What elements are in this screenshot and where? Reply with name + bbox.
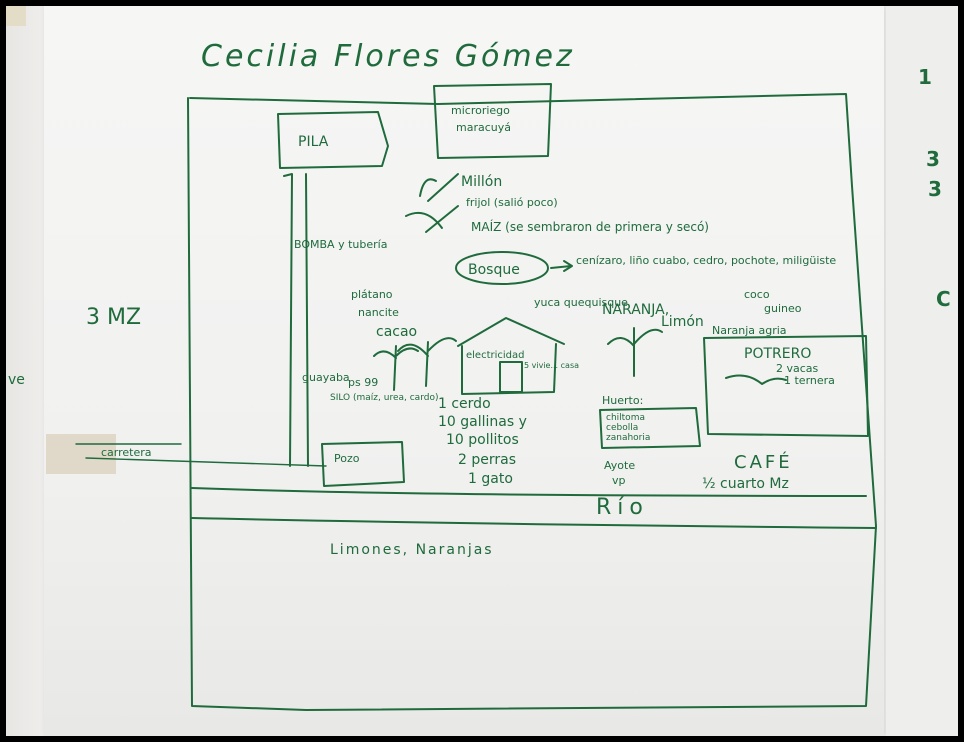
plant-icon <box>607 327 663 377</box>
right-fragment: 3 <box>928 177 942 201</box>
road-label: carretera <box>101 446 152 459</box>
pipe-channel <box>283 173 309 467</box>
potrero-box <box>703 335 869 437</box>
right-paper-sheet <box>886 6 958 736</box>
bosque-trees-label: cenízaro, liño cuabo, cedro, pochote, mi… <box>576 254 836 267</box>
river-bank-top <box>191 487 867 497</box>
right-fragment: C <box>936 287 951 311</box>
animal-item: 1 cerdo <box>438 396 491 412</box>
tape <box>6 6 26 26</box>
animal-item: 2 perras <box>458 452 516 468</box>
maracuya-label: maracuyá <box>456 121 511 134</box>
naranja-agria-label: Naranja agria <box>712 324 787 337</box>
huerto-item: zanahoria <box>606 433 650 443</box>
vivienda-label: 5 vivie... casa <box>524 361 579 370</box>
cafe-label: CAFÉ <box>734 451 793 473</box>
electricidad-label: electricidad <box>466 350 525 361</box>
arrow-icon <box>550 260 573 272</box>
photo: Cecilia Flores Gómez 3 MZ ve carretera 1… <box>6 6 958 736</box>
huerto-label: Huerto: <box>602 394 643 407</box>
microriego-box <box>433 83 552 159</box>
huerto-item: cebolla <box>606 423 638 433</box>
silo-label: SILO (maíz, urea, cardo) <box>330 393 438 403</box>
huerto-item: chiltoma <box>606 413 645 423</box>
plant-icon <box>373 345 419 391</box>
maiz-plant-icon <box>405 205 459 233</box>
yuca-label: yuca quequisque <box>534 296 628 309</box>
property-boundary <box>187 93 877 711</box>
pozo-box <box>321 441 405 487</box>
left-paper-sheet <box>6 6 46 736</box>
limones-label: Limones, Naranjas <box>330 542 494 558</box>
ternera-label: 1 ternera <box>784 374 835 387</box>
main-paper-sheet <box>44 6 884 736</box>
microriego-label: microriego <box>451 104 510 117</box>
tape <box>46 434 116 474</box>
house-door <box>499 361 523 393</box>
bosque-label: Bosque <box>468 262 520 278</box>
plant-icon <box>397 337 457 387</box>
right-fragment: 1 <box>918 65 932 89</box>
coco-label: coco <box>744 288 770 301</box>
maiz-label: MAÍZ (se sembraron de primera y secó) <box>471 219 709 234</box>
cafe-area-label: ½ cuarto Mz <box>702 476 789 492</box>
guineo-label: guineo <box>764 302 802 315</box>
river-bank-bottom <box>191 517 877 529</box>
cow-icon <box>725 374 787 385</box>
ps-label: ps 99 <box>348 376 378 389</box>
bosque-outline <box>455 251 549 285</box>
pozo-label: Pozo <box>334 452 360 465</box>
nancite-label: nancite <box>358 306 399 319</box>
ayote-label: Ayote <box>604 459 635 472</box>
potrero-label: POTRERO <box>744 346 811 362</box>
frijol-label: frijol (salió poco) <box>466 196 558 209</box>
cacao-label: cacao <box>376 324 417 340</box>
animal-item: 1 gato <box>468 471 513 487</box>
pila-label: PILA <box>298 134 329 150</box>
vp-label: vp <box>612 474 626 487</box>
animal-item: 10 gallinas y <box>438 414 527 430</box>
huerto-box <box>599 407 701 449</box>
road-line <box>85 457 327 467</box>
guayaba-label: guayaba <box>302 371 350 384</box>
farm-sketch-map: Cecilia Flores Gómez 3 MZ ve carretera 1… <box>8 39 951 711</box>
house-roof <box>457 317 565 347</box>
left-edge-label: ve <box>8 372 25 388</box>
bomba-label: BOMBA y tubería <box>294 238 387 251</box>
naranja-label: NARANJA, <box>602 302 669 318</box>
pila-box <box>277 111 389 169</box>
right-fragment: 3 <box>926 147 940 171</box>
millon-plant-icon <box>419 173 459 202</box>
platano-label: plátano <box>351 288 393 301</box>
millon-label: Millón <box>461 174 502 190</box>
vacas-label: 2 vacas <box>776 362 819 375</box>
area-note: 3 MZ <box>86 305 141 330</box>
map-title: Cecilia Flores Gómez <box>201 39 575 74</box>
animal-item: 10 pollitos <box>446 432 519 448</box>
rio-label: Río <box>596 495 649 520</box>
limon-label: Limón <box>661 314 704 330</box>
